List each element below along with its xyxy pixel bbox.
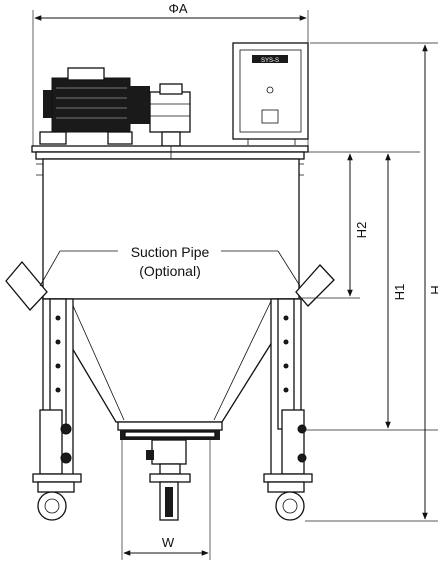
dimension-h: H — [305, 42, 438, 522]
suction-pipe-optional-label: (Optional) — [139, 263, 200, 279]
motor — [39, 67, 191, 147]
switch-icon — [261, 109, 279, 124]
dimension-h1: H1 — [305, 153, 438, 431]
dimension-diameter: ΦA — [32, 1, 309, 150]
right-caster-wheel-icon — [275, 491, 305, 521]
right-leg — [263, 298, 313, 521]
suction-pipes — [5, 260, 335, 311]
controller-box: SYS-S — [232, 42, 309, 145]
diameter-label: ΦA — [168, 1, 187, 16]
tank-body — [41, 158, 301, 423]
left-leg — [32, 298, 82, 521]
h1-label: H1 — [392, 284, 407, 301]
suction-pipe-callout: Suction Pipe (Optional) — [39, 244, 301, 287]
indicator-light-icon — [266, 86, 274, 94]
h-label: H — [428, 285, 438, 294]
left-caster-wheel-icon — [37, 491, 67, 521]
w-label: W — [162, 535, 175, 550]
h2-label: H2 — [354, 222, 369, 239]
controller-panel-label: SYS-S — [261, 58, 279, 64]
dimension-h2: H2 — [302, 151, 420, 299]
suction-pipe-label: Suction Pipe — [131, 244, 210, 260]
dimension-w: W — [121, 440, 211, 560]
outlet-valve — [117, 421, 223, 521]
